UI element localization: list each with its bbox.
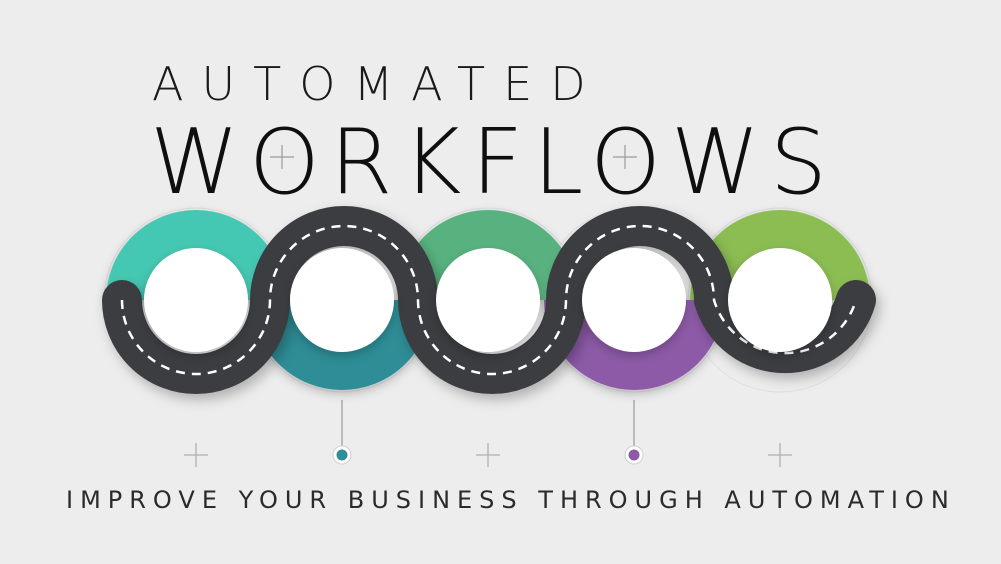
plus-marker-1-icon <box>184 443 208 467</box>
stage-circle-2 <box>290 248 394 352</box>
plus-marker-5-icon <box>768 443 792 467</box>
road-center-dashes <box>120 224 858 376</box>
marker-row <box>184 400 792 467</box>
plus-marker-3-icon <box>476 443 500 467</box>
stage-circle-3 <box>436 248 540 352</box>
stage-circle-5 <box>728 248 832 352</box>
title-line-2: WORKFLOWS <box>150 110 837 215</box>
stage-circle-4 <box>582 248 686 352</box>
tagline: IMPROVE YOUR BUSINESS THROUGH AUTOMATION <box>66 486 956 514</box>
title-plus-left-icon <box>270 145 294 169</box>
stage-circle-1 <box>144 248 248 352</box>
stage-circles <box>144 248 832 352</box>
title-plus-right-icon <box>613 145 637 169</box>
title-line-1: AUTOMATED <box>152 57 604 111</box>
